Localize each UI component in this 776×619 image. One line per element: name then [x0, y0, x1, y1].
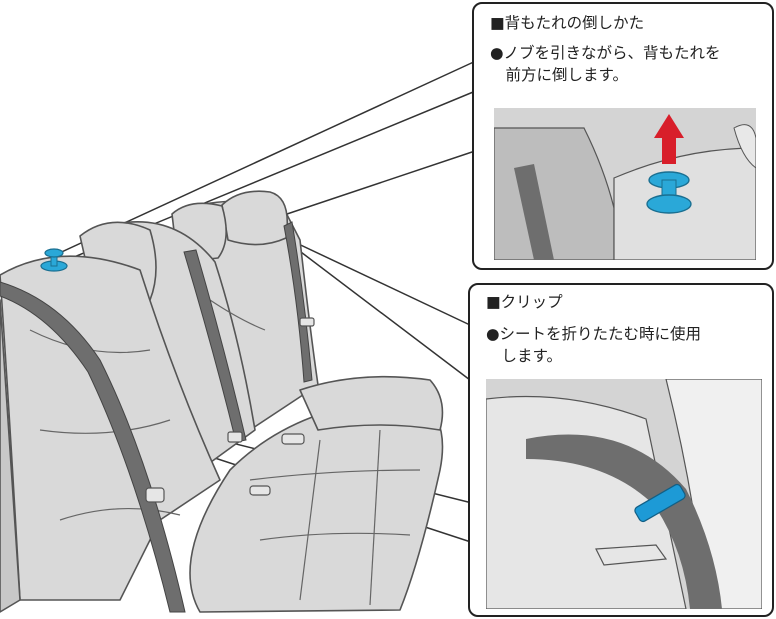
pull-up-arrow-icon: [654, 114, 684, 164]
inset-knob-icon: [646, 171, 692, 214]
buckle-cushion-2: [249, 485, 271, 496]
buckle-right: [299, 317, 315, 327]
callout-recline-body: ●ノブを引きながら、背もたれを 前方に倒します。: [490, 44, 721, 84]
buckle-left: [145, 487, 165, 503]
rear-seat: [0, 190, 444, 613]
seat-seams: [29, 299, 421, 606]
seatbelt-clip-icon: [634, 483, 686, 523]
leader-line-clip-1: [289, 239, 471, 326]
callout-clip-title: ■クリップ: [486, 293, 563, 311]
callout-clip-body: ●シートを折りたたむ時に使用 します。: [486, 325, 702, 365]
belt-left: [0, 281, 186, 613]
belt-center: [183, 249, 247, 443]
buckle-cushion-1: [281, 433, 305, 445]
callout-clip: ■クリップ ●シートを折りたたむ時に使用 します。: [468, 283, 774, 617]
leader-line-knob-3: [286, 149, 479, 215]
headrest-right: [221, 190, 289, 246]
door-trim: [0, 299, 21, 613]
seat-belts: [0, 221, 313, 613]
seatbelt-clip-inset: [486, 379, 762, 609]
buckle-center: [227, 431, 243, 443]
seatback-left: [0, 255, 221, 601]
seat-recline-knob-icon: [40, 248, 68, 272]
belt-buckles: [145, 317, 315, 503]
seat-cushion-front: [299, 375, 444, 431]
leader-line-clip-2: [292, 245, 471, 381]
callout-recline-title: ■背もたれの倒しかた: [490, 14, 645, 32]
belt-right: [283, 221, 313, 383]
recline-knob-inset: [494, 108, 756, 260]
callout-recline: ■背もたれの倒しかた ●ノブを引きながら、背もたれを 前方に倒します。: [472, 2, 774, 270]
